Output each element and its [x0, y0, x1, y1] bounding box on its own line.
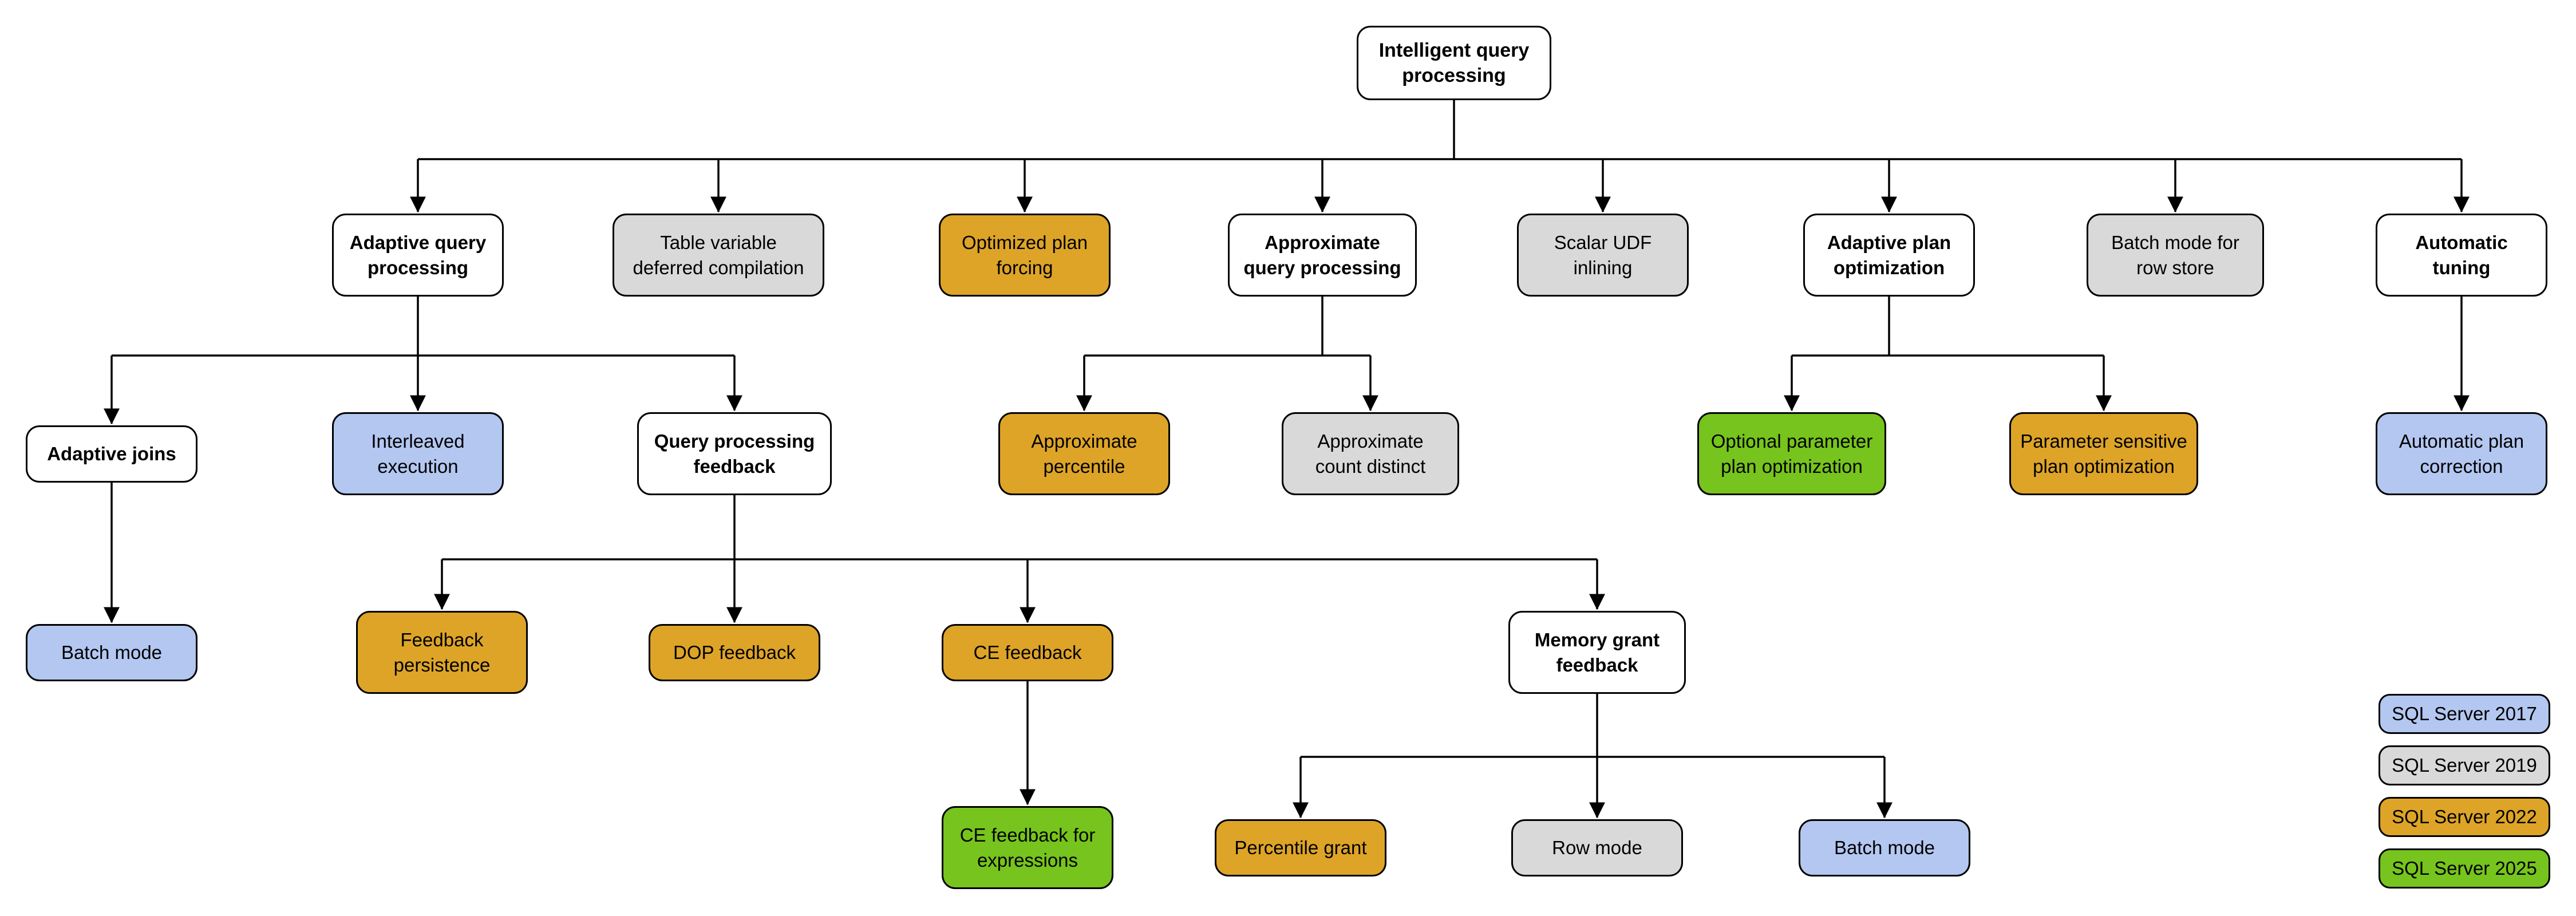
- node-query-processing-feedback: Query processing feedback: [637, 412, 832, 495]
- node-ce-feedback: CE feedback: [942, 624, 1113, 681]
- node-memory-grant-feedback: Memory grant feedback: [1508, 611, 1686, 694]
- node-batch-mode-for-row-store: Batch mode for row store: [2087, 214, 2264, 297]
- node-automatic-plan-correction: Automatic plan correction: [2376, 412, 2547, 495]
- node-automatic-tuning: Automatic tuning: [2376, 214, 2547, 297]
- node-ce-feedback-for-expressions: CE feedback for expressions: [942, 806, 1113, 889]
- node-intelligent-query-processing: Intelligent query processing: [1357, 26, 1551, 100]
- node-approximate-percentile: Approximate percentile: [998, 412, 1170, 495]
- node-row-mode: Row mode: [1511, 819, 1683, 876]
- node-adaptive-query-processing: Adaptive query processing: [332, 214, 504, 297]
- legend-item-sql-server-2019: SQL Server 2019: [2379, 745, 2550, 785]
- node-batch-mode-memory-grant: Batch mode: [1799, 819, 1970, 876]
- legend-item-sql-server-2017: SQL Server 2017: [2379, 694, 2550, 734]
- node-adaptive-joins: Adaptive joins: [26, 425, 197, 483]
- node-optimized-plan-forcing: Optimized plan forcing: [939, 214, 1111, 297]
- node-table-variable-deferred-compilation: Table variable deferred compilation: [613, 214, 824, 297]
- node-optional-parameter-plan-optimization: Optional parameter plan optimization: [1697, 412, 1886, 495]
- legend-item-sql-server-2025: SQL Server 2025: [2379, 848, 2550, 889]
- node-percentile-grant: Percentile grant: [1215, 819, 1386, 876]
- node-batch-mode-adaptive-joins: Batch mode: [26, 624, 197, 681]
- node-interleaved-execution: Interleaved execution: [332, 412, 504, 495]
- node-scalar-udf-inlining: Scalar UDF inlining: [1517, 214, 1689, 297]
- node-approximate-count-distinct: Approximate count distinct: [1282, 412, 1459, 495]
- legend-item-sql-server-2022: SQL Server 2022: [2379, 797, 2550, 837]
- node-approximate-query-processing: Approximate query processing: [1228, 214, 1417, 297]
- node-adaptive-plan-optimization: Adaptive plan optimization: [1803, 214, 1975, 297]
- node-parameter-sensitive-plan-optimization: Parameter sensitive plan optimization: [2009, 412, 2198, 495]
- node-feedback-persistence: Feedback persistence: [356, 611, 528, 694]
- node-dop-feedback: DOP feedback: [649, 624, 820, 681]
